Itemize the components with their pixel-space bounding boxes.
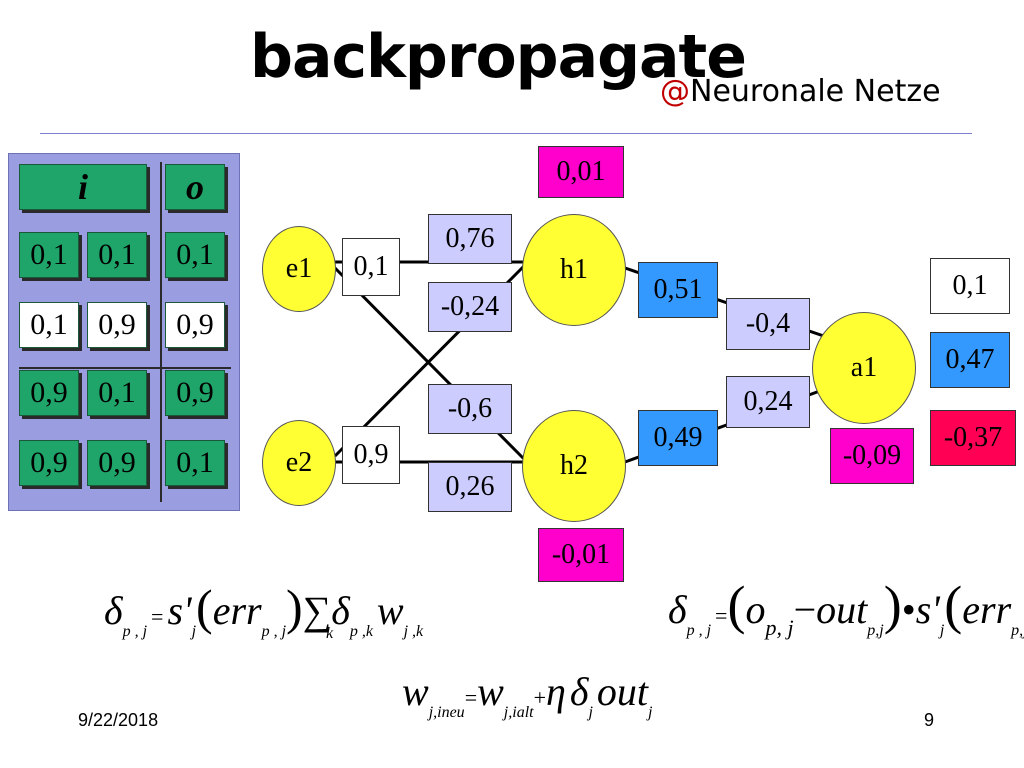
formula-symbol: err xyxy=(962,587,1012,632)
footer-page-number: 9 xyxy=(924,710,935,730)
formula-symbol: s' xyxy=(167,588,192,633)
formula-operator: − xyxy=(793,587,817,632)
formula-hidden-delta: δp , j = s'j(errp , j)∑δp ,k wj ,k xyxy=(104,582,423,640)
formula-subscript: j ,k xyxy=(403,623,424,640)
table-cell: 0,1 xyxy=(165,440,225,486)
formula-paren: ) xyxy=(286,579,303,635)
formula-symbol: δ xyxy=(668,587,687,632)
formula-paren: ) xyxy=(883,575,902,635)
weight-e2-h2: 0,26 xyxy=(428,462,512,512)
input-value-e2: 0,9 xyxy=(342,426,400,484)
footer-date: 9/22/2018 xyxy=(78,710,159,730)
output-delta-a1: -0,09 xyxy=(830,428,914,484)
formula-subscript: p , j xyxy=(122,623,148,640)
table-cell: 0,9 xyxy=(165,302,225,348)
weight-h2-a1: 0,24 xyxy=(726,376,810,428)
error-value: -0,37 xyxy=(930,410,1016,466)
formula-symbol: w xyxy=(402,669,429,714)
formula-subscript: j xyxy=(648,704,653,721)
formula-subscript: p ,k xyxy=(349,623,373,640)
formula-operator: = xyxy=(715,603,728,628)
node-h1: h1 xyxy=(522,214,626,326)
output-h1: 0,51 xyxy=(638,262,718,318)
delta-h1: 0,01 xyxy=(538,146,624,198)
table-cell: 0,1 xyxy=(87,232,147,278)
formula-subscript: p, j xyxy=(765,615,794,640)
formula-symbol: out xyxy=(816,587,868,632)
formula-operator: = xyxy=(151,604,164,629)
node-a1: a1 xyxy=(812,312,916,424)
table-cell: 0,9 xyxy=(165,370,225,416)
table-header-i: i xyxy=(19,164,147,210)
formula-subscript: j,ialt xyxy=(503,704,534,721)
formula-symbol: o xyxy=(745,587,766,632)
table-cell: 0,9 xyxy=(19,370,79,416)
table-cell: 0,1 xyxy=(87,370,147,416)
table-vertical-separator xyxy=(160,162,162,502)
subtitle-text: Neuronale Netze xyxy=(690,74,941,109)
formula-sum-index: k xyxy=(326,625,334,642)
formula-symbol: s' xyxy=(915,587,940,632)
formula-operator: = xyxy=(464,685,478,710)
target-value: 0,1 xyxy=(930,258,1010,314)
node-h2: h2 xyxy=(522,410,626,522)
formula-symbol: err xyxy=(212,588,262,633)
node-e1: e1 xyxy=(262,226,336,312)
delta-h2: -0,01 xyxy=(538,528,624,582)
formula-symbol: η xyxy=(546,669,566,714)
formula-sum: ∑ xyxy=(302,588,332,633)
formula-subscript: p,j xyxy=(1011,622,1024,639)
weight-h1-a1: -0,4 xyxy=(726,298,810,350)
formula-symbol: δ xyxy=(331,588,350,633)
formula-operator: + xyxy=(533,685,546,710)
formula-subscript: p,j xyxy=(867,622,884,639)
formula-operator: • xyxy=(901,587,916,632)
output-value-a1: 0,47 xyxy=(930,332,1010,388)
table-cell: 0,1 xyxy=(165,232,225,278)
formula-subscript: j,ineu xyxy=(428,704,465,721)
formula-subscript: p , j xyxy=(686,622,712,639)
formula-symbol: δ xyxy=(104,588,123,633)
formula-subscript: j xyxy=(191,623,197,640)
table-cell: 0,1 xyxy=(19,232,79,278)
slide-title: backpropagate xyxy=(250,22,747,92)
table-cell: 0,9 xyxy=(19,440,79,486)
formula-subscript: j xyxy=(939,622,945,639)
formula-symbol: w xyxy=(477,669,504,714)
weight-e1-h2: -0,24 xyxy=(428,282,512,332)
formula-symbol: out xyxy=(596,669,649,714)
slide-subtitle: @Neuronale Netze xyxy=(660,74,941,109)
table-cell: 0,9 xyxy=(87,440,147,486)
weight-e1-h1: 0,76 xyxy=(428,214,512,264)
formula-symbol: w xyxy=(376,588,404,633)
table-horizontal-separator xyxy=(19,367,231,369)
table-header-o: o xyxy=(165,164,225,210)
formula-paren: ( xyxy=(727,575,746,635)
formula-subscript: p , j xyxy=(261,623,287,640)
formula-paren: ( xyxy=(944,575,963,635)
title-rule xyxy=(40,133,972,134)
node-e2: e2 xyxy=(262,420,336,506)
io-table: i o 0,1 0,1 0,1 0,1 0,9 0,9 0,9 0,1 0,9 … xyxy=(8,153,240,511)
output-h2: 0,49 xyxy=(638,410,718,466)
weight-e2-h1: -0,6 xyxy=(428,384,512,434)
formula-symbol: δ xyxy=(569,669,589,714)
input-value-e1: 0,1 xyxy=(342,238,400,296)
formula-weight-update: wj,ineu=wj,ialt+η δj outj xyxy=(402,672,652,721)
formula-paren: ( xyxy=(196,579,213,635)
formula-output-delta: δp , j =(op, j−outp,j)•s'j(errp,j) xyxy=(668,578,1024,639)
table-cell: 0,9 xyxy=(87,302,147,348)
formula-subscript: j xyxy=(588,704,593,721)
table-cell: 0,1 xyxy=(19,302,79,348)
subtitle-at: @ xyxy=(660,74,690,109)
